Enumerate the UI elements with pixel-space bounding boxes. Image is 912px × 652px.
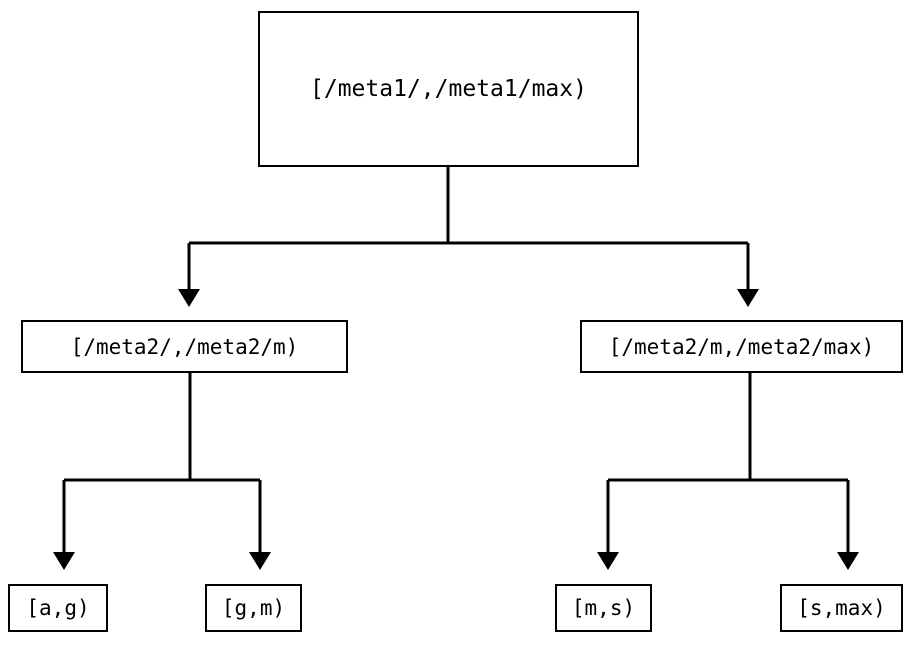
tree-node-meta2-lower-label: [/meta2/,/meta2/m) [70, 334, 299, 359]
arrowhead-icon-to-leaf-gm [249, 552, 271, 570]
tree-node-leaf-gm[interactable]: [g,m) [205, 584, 302, 632]
tree-node-leaf-ag-label: [a,g) [26, 596, 90, 620]
tree-node-leaf-ms-label: [m,s) [571, 596, 636, 620]
arrowhead-icon-to-leaf-smax [837, 552, 859, 570]
tree-node-meta2-lower[interactable]: [/meta2/,/meta2/m) [21, 320, 348, 373]
edge-root-to-level2 [178, 167, 759, 307]
tree-node-leaf-gm-label: [g,m) [221, 596, 286, 620]
tree-node-meta2-upper-label: [/meta2/m,/meta2/max) [608, 334, 875, 359]
tree-node-leaf-ms[interactable]: [m,s) [555, 584, 652, 632]
arrowhead-icon-to-leaf-ms [597, 552, 619, 570]
tree-node-leaf-ag[interactable]: [a,g) [8, 584, 108, 632]
tree-node-leaf-smax[interactable]: [s,max) [780, 584, 903, 632]
edge-meta2-lower-to-leaves [53, 373, 271, 570]
arrowhead-icon-to-leaf-ag [53, 552, 75, 570]
tree-node-root-label: [/meta1/,/meta1/max) [310, 76, 587, 102]
tree-node-meta2-upper[interactable]: [/meta2/m,/meta2/max) [580, 320, 903, 373]
tree-node-root[interactable]: [/meta1/,/meta1/max) [258, 11, 639, 167]
tree-node-leaf-smax-label: [s,max) [797, 596, 886, 620]
edge-meta2-upper-to-leaves [597, 373, 859, 570]
arrowhead-icon-to-meta2-upper [737, 289, 759, 307]
arrowhead-icon-to-meta2-lower [178, 289, 200, 307]
